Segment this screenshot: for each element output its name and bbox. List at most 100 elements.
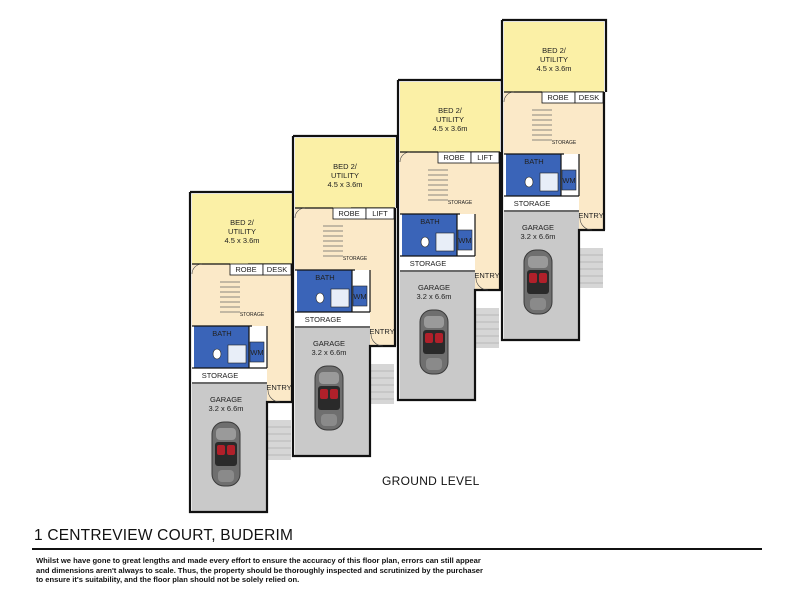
shower-icon xyxy=(227,344,247,364)
wm-label-line: WM xyxy=(562,176,575,185)
door-swing xyxy=(503,91,515,103)
toilet-icon xyxy=(524,176,534,188)
door-swing xyxy=(370,333,384,347)
wm-label: WM xyxy=(353,292,366,301)
extra-label: DESK xyxy=(579,93,599,102)
shower-icon xyxy=(435,232,455,252)
wm-box xyxy=(352,285,368,307)
wm-label-line: WM xyxy=(353,292,366,301)
bath-label-line: BATH xyxy=(524,157,543,166)
car-seat xyxy=(330,389,338,399)
car-seat xyxy=(425,333,433,343)
entry-area xyxy=(475,160,501,290)
bath-label-line: BATH xyxy=(212,329,231,338)
storage-small-label-line: STORAGE xyxy=(240,312,265,318)
wm-label-line: WM xyxy=(250,348,263,357)
garage-label-line: 3.2 x 6.6m xyxy=(416,292,451,301)
paving-area xyxy=(579,248,603,288)
extra-label-line: DESK xyxy=(579,93,599,102)
garage-label-line: GARAGE xyxy=(522,223,554,232)
extra-box xyxy=(470,151,500,164)
bedroom-label-line: BED 2/ xyxy=(333,162,358,171)
bedroom-label-line: 4.5 x 3.6m xyxy=(327,180,362,189)
exterior-wall xyxy=(500,18,608,342)
car-icon xyxy=(314,365,344,431)
extra-label-line: LIFT xyxy=(372,209,388,218)
storage-small-label-line: STORAGE xyxy=(552,140,577,146)
door-swing xyxy=(399,151,411,163)
car-seat xyxy=(320,389,328,399)
bedroom-label-line: 4.5 x 3.6m xyxy=(224,236,259,245)
car-icon xyxy=(523,249,553,315)
bedroom-label-line: BED 2/ xyxy=(230,218,255,227)
storage-label: STORAGE xyxy=(202,371,239,380)
garage-label-line: 3.2 x 6.6m xyxy=(208,404,243,413)
paving-area xyxy=(475,308,499,348)
entry-label: ENTRY xyxy=(578,211,603,220)
bedroom-area xyxy=(504,22,604,92)
car-boot xyxy=(218,470,234,482)
wm-box xyxy=(561,169,577,191)
storage-label: STORAGE xyxy=(305,315,342,324)
entry-label-line: ENTRY xyxy=(474,271,499,280)
car-bonnet xyxy=(319,372,339,384)
storage-label-line: STORAGE xyxy=(202,371,239,380)
shower-icon xyxy=(539,172,559,192)
footer-divider xyxy=(32,548,762,550)
entry-label-line: ENTRY xyxy=(369,327,394,336)
extra-label: LIFT xyxy=(477,153,493,162)
entry-label: ENTRY xyxy=(474,271,499,280)
storage-label-line: STORAGE xyxy=(305,315,342,324)
robe-label-line: ROBE xyxy=(547,93,568,102)
entry-label: ENTRY xyxy=(369,327,394,336)
storage-area xyxy=(400,256,475,270)
disclaimer-line: Whilst we have gone to great lengths and… xyxy=(36,556,481,565)
bath-label-line: BATH xyxy=(315,273,334,282)
storage-small-label: STORAGE xyxy=(343,256,368,262)
level-label: GROUND LEVEL xyxy=(382,474,480,488)
bedroom-label-line: 4.5 x 3.6m xyxy=(432,124,467,133)
car-boot xyxy=(321,414,337,426)
toilet-icon xyxy=(212,348,222,360)
storage-small-label: STORAGE xyxy=(448,200,473,206)
storage-small-label-line: STORAGE xyxy=(343,256,368,262)
door-swing xyxy=(294,207,306,219)
garage-label-line: GARAGE xyxy=(313,339,345,348)
car-boot xyxy=(530,298,546,310)
garage-label-line: 3.2 x 6.6m xyxy=(520,232,555,241)
paving-area xyxy=(267,420,291,460)
storage-label: STORAGE xyxy=(410,259,447,268)
wm-label: WM xyxy=(250,348,263,357)
garage-label-line: 3.2 x 6.6m xyxy=(311,348,346,357)
bedroom-label-line: 4.5 x 3.6m xyxy=(536,64,571,73)
property-address: 1 CENTREVIEW COURT, BUDERIM xyxy=(34,527,294,544)
wm-label: WM xyxy=(458,236,471,245)
bath-label: BATH xyxy=(524,157,543,166)
robe-label: ROBE xyxy=(547,93,568,102)
storage-area xyxy=(504,196,579,210)
door-swing xyxy=(475,277,489,291)
storage-small-label: STORAGE xyxy=(240,312,265,318)
bedroom-label-line: UTILITY xyxy=(540,55,568,64)
extra-box xyxy=(262,263,292,276)
entry-area xyxy=(267,272,293,402)
storage-area xyxy=(192,368,267,382)
bedroom-area xyxy=(295,138,395,208)
disclaimer-line: to ensure it's suitability, and the floo… xyxy=(36,575,300,585)
door-swing xyxy=(579,217,593,231)
car-seat xyxy=(435,333,443,343)
shower-icon xyxy=(330,288,350,308)
storage-label-line: STORAGE xyxy=(514,199,551,208)
extra-label-line: DESK xyxy=(267,265,287,274)
bedroom-label-line: UTILITY xyxy=(228,227,256,236)
extra-box xyxy=(365,207,395,220)
